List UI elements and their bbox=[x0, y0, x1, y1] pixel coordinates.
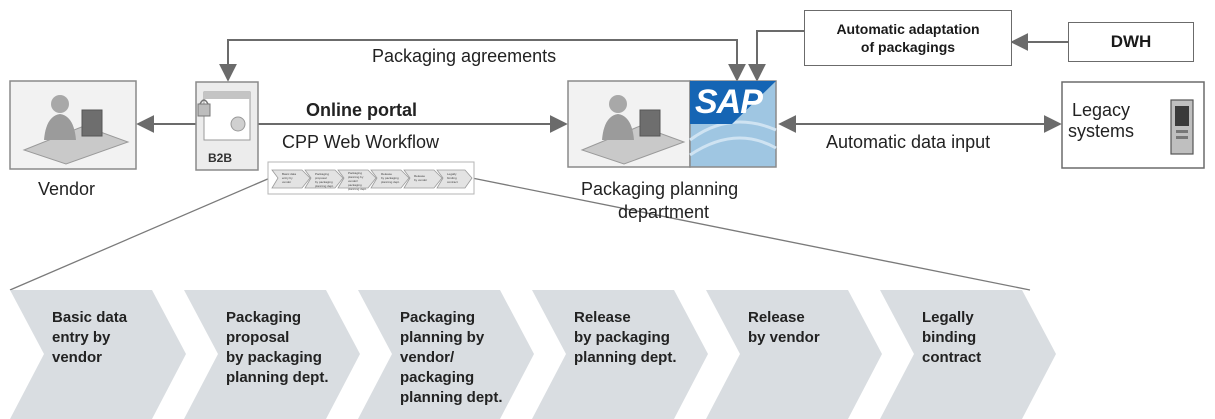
mini-step-4: Release by packaging planning dept. bbox=[381, 172, 400, 184]
vendor-label: Vendor bbox=[38, 179, 96, 199]
auto-adaptation-arrow bbox=[748, 30, 804, 82]
zoom-line-left bbox=[9, 177, 271, 291]
workflow-step-legally-binding-contract: Legally binding contract bbox=[880, 290, 1056, 419]
b2b-badge: B2B bbox=[208, 151, 233, 165]
mini-step-2: Packaging proposal by packaging planning… bbox=[315, 172, 334, 188]
workflow-step-label: Packaging planning by vendor/ packaging … bbox=[400, 309, 503, 406]
zoom-line-right bbox=[471, 177, 1031, 291]
sap-logo: SAP bbox=[695, 83, 763, 121]
workflow-step-basic-data-entry: Basic data entry by vendor bbox=[10, 290, 186, 419]
workflow-step-packaging-proposal: Packaging proposal by packaging planning… bbox=[184, 290, 360, 419]
packaging-planning-label-line1: Packaging planning bbox=[581, 179, 739, 199]
workflow-step-label: Release by packaging planning dept. bbox=[574, 309, 677, 366]
vendor-icon bbox=[9, 80, 137, 170]
sap-logo-panel bbox=[689, 80, 777, 168]
packaging-agreements-label: Packaging agreements bbox=[372, 46, 557, 66]
workflow-step-release-by-vendor: Release by vendor bbox=[706, 290, 882, 419]
workflow-step-label: Packaging proposal by packaging planning… bbox=[226, 309, 329, 386]
mini-step-5: Release by vendor bbox=[414, 174, 428, 182]
online-portal-label: Online portal bbox=[306, 100, 418, 120]
mini-step-1: Basic data entry by vendor bbox=[282, 172, 297, 184]
mini-workflow-thumbnail bbox=[267, 161, 475, 195]
workflow-step-label: Basic data entry by vendor bbox=[52, 309, 128, 366]
automatic-data-input-label: Automatic data input bbox=[826, 132, 991, 152]
server-icon bbox=[1170, 99, 1194, 155]
auto-adaptation-box: Automatic adaptation of packagings bbox=[804, 10, 1012, 66]
dwh-box: DWH bbox=[1068, 22, 1194, 62]
workflow-step-packaging-planning: Packaging planning by vendor/ packaging … bbox=[358, 290, 534, 419]
packaging-planning-icon bbox=[567, 80, 691, 168]
mini-step-3: Packaging planning by vendor/ packaging … bbox=[348, 171, 367, 191]
packaging-agreements-arrow bbox=[219, 39, 746, 82]
cpp-web-workflow-label: CPP Web Workflow bbox=[282, 132, 440, 152]
legacy-systems-label: Legacy systems bbox=[1068, 100, 1135, 141]
mini-step-6: Legally binding contract bbox=[447, 172, 458, 184]
workflow-step-label: Legally binding contract bbox=[922, 309, 982, 366]
b2b-portal-icon bbox=[195, 81, 259, 171]
workflow-step-label: Release by vendor bbox=[748, 309, 820, 346]
packaging-planning-label-line2: department bbox=[618, 202, 710, 222]
workflow-step-release-by-planning: Release by packaging planning dept. bbox=[532, 290, 708, 419]
